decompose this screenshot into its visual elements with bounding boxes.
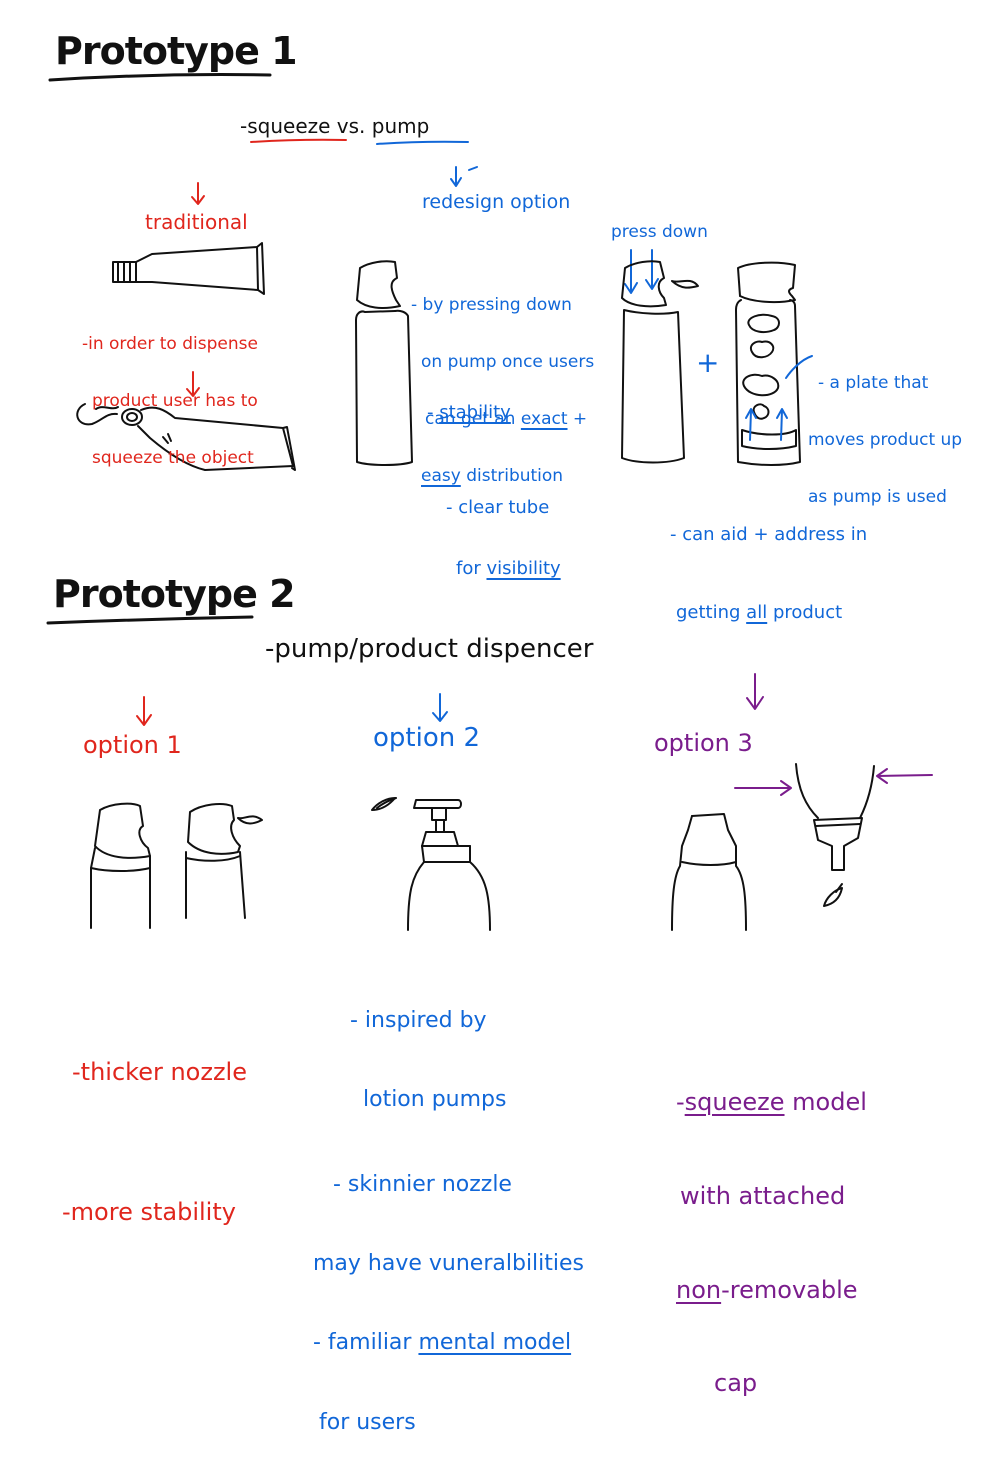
lotion-pump-bottle-icon (371, 797, 491, 931)
traditional-note-line: -in order to dispense (82, 334, 258, 355)
pump-note-line: easy distribution (411, 467, 594, 486)
option3-note-line: -squeeze model (676, 1087, 867, 1118)
pump-note-exact: exact (520, 409, 568, 430)
option2-label: option 2 (373, 723, 481, 753)
arrow-down-icon (186, 371, 200, 397)
subtitle-pump: pump (371, 114, 430, 138)
subtitle-prefix: - (240, 114, 248, 138)
pump-note-text: distribution (460, 466, 564, 487)
traditional-label: traditional (145, 210, 248, 234)
pump-note-line: on pump once users (421, 352, 595, 373)
option3-note-text: - (676, 1088, 685, 1117)
option2-note-line: - familiar mental model (313, 1330, 584, 1356)
option2-note-line: - inspired by (350, 1007, 487, 1033)
aid-note: - can aid + address in getting all produ… (670, 470, 867, 653)
pump-note: - by pressing down on pump once users ca… (411, 258, 594, 505)
pump-note-easy: easy (421, 466, 461, 487)
redesign-label: redesign option (422, 191, 571, 213)
arrow-down-icon (746, 673, 764, 710)
option2-note-line: for users (319, 1409, 416, 1435)
option1-note: -more stability (62, 1197, 236, 1226)
traditional-note-line: product user has to (92, 391, 258, 412)
pump-bottle-pressed-icon (621, 260, 699, 464)
product-drop-icon (376, 797, 397, 809)
prototype1-heading-underline (48, 73, 272, 82)
prototype1-subtitle: -squeeze vs. pump (240, 116, 429, 137)
plate-note-line: moves product up (808, 430, 963, 451)
option1-note: -thicker nozzle (72, 1057, 247, 1086)
subtitle-vs: vs. (330, 114, 372, 138)
thick-nozzle-bottle-pressed-icon (185, 803, 263, 919)
arrow-down-icon (191, 182, 205, 205)
arrow-down-icon (432, 693, 448, 722)
clear-tube-line: for visibility (446, 557, 561, 579)
option2-note-text: - familiar (313, 1330, 419, 1356)
clear-tube-visibility: visibility (486, 557, 561, 579)
prototype1-heading: Prototype 1 (55, 29, 298, 73)
press-down-label: press down (611, 222, 708, 242)
arrow-down-icon (450, 166, 478, 187)
aid-note-text: getting (676, 602, 747, 624)
plate-note: - a plate that moves product up as pump … (808, 336, 962, 526)
aid-note-all: all (746, 602, 768, 624)
option2-note-line: may have vuneralbilities (313, 1251, 585, 1277)
option3-notes: -squeeze model with attached non-removab… (676, 1025, 867, 1430)
pump-note-text: can get an (425, 409, 521, 430)
pump-note-line: - by pressing down (411, 295, 572, 316)
squeeze-underline (250, 138, 347, 143)
plate-pointer-line (785, 355, 813, 379)
arrow-down-icon (136, 696, 152, 726)
plus-sign: + (696, 346, 720, 379)
pump-note-line: can get an exact + (411, 410, 594, 429)
option3-non: non (676, 1275, 722, 1304)
aid-note-text: product (767, 602, 843, 624)
subtitle-squeeze: squeeze (247, 114, 331, 138)
stability-text: stability (439, 402, 511, 423)
option3-label: option 3 (654, 729, 753, 757)
clear-tube-text: for (456, 557, 487, 579)
aid-note-line: getting all product (670, 600, 867, 626)
tube-closed-icon (112, 242, 265, 295)
option2-note-line: lotion pumps (363, 1086, 507, 1112)
sketch-canvas (46, 73, 933, 931)
option3-note-line: with attached (680, 1181, 846, 1210)
squeeze-arrow-left-icon (876, 768, 933, 784)
prototype2-subtitle: -pump/product dispencer (265, 634, 594, 664)
option3-note-line: cap (714, 1369, 758, 1398)
option2-mental-model: mental model (418, 1330, 572, 1356)
thick-nozzle-bottle-icon (90, 802, 151, 929)
squeeze-arrow-right-icon (734, 780, 792, 796)
stability-prefix: - (427, 402, 440, 423)
prototype2-heading: Prototype 2 (53, 572, 296, 616)
option2-note-line: - skinnier nozzle (333, 1172, 512, 1198)
traditional-note: -in order to dispense product user has t… (82, 297, 258, 487)
pump-bottle-icon (355, 260, 413, 466)
squeezed-cap-icon (795, 763, 875, 907)
option2-notes: - inspired by lotion pumps - skinnier no… (313, 955, 584, 1462)
option3-squeeze: squeeze (684, 1088, 785, 1117)
clear-tube-line: - clear tube (446, 497, 550, 519)
option3-note-text: -removable (721, 1275, 858, 1304)
plate-note-line: - a plate that (818, 373, 929, 394)
option1-notes: -thicker nozzle -more stability (62, 955, 247, 1283)
clear-tube-note: - clear tube for visibility (446, 458, 561, 599)
pump-note-text: + (567, 409, 588, 430)
pump-underline (376, 140, 469, 145)
option3-note-text: model (784, 1088, 867, 1117)
press-down-arrows-icon (624, 249, 659, 294)
plate-note-line: as pump is used (808, 487, 947, 508)
stability-note: - stability (427, 402, 511, 423)
prototype2-heading-underline (46, 615, 254, 625)
plate-arrows-icon (745, 408, 788, 441)
option3-note-line: non-removable (676, 1275, 867, 1306)
traditional-note-line: squeeze the object (92, 448, 254, 469)
squeeze-cap-bottle-icon (671, 813, 747, 931)
clear-tube-icon (735, 261, 801, 466)
tube-squeezed-icon (76, 403, 296, 471)
option1-label: option 1 (83, 731, 182, 759)
aid-note-line: - can aid + address in (670, 524, 868, 546)
